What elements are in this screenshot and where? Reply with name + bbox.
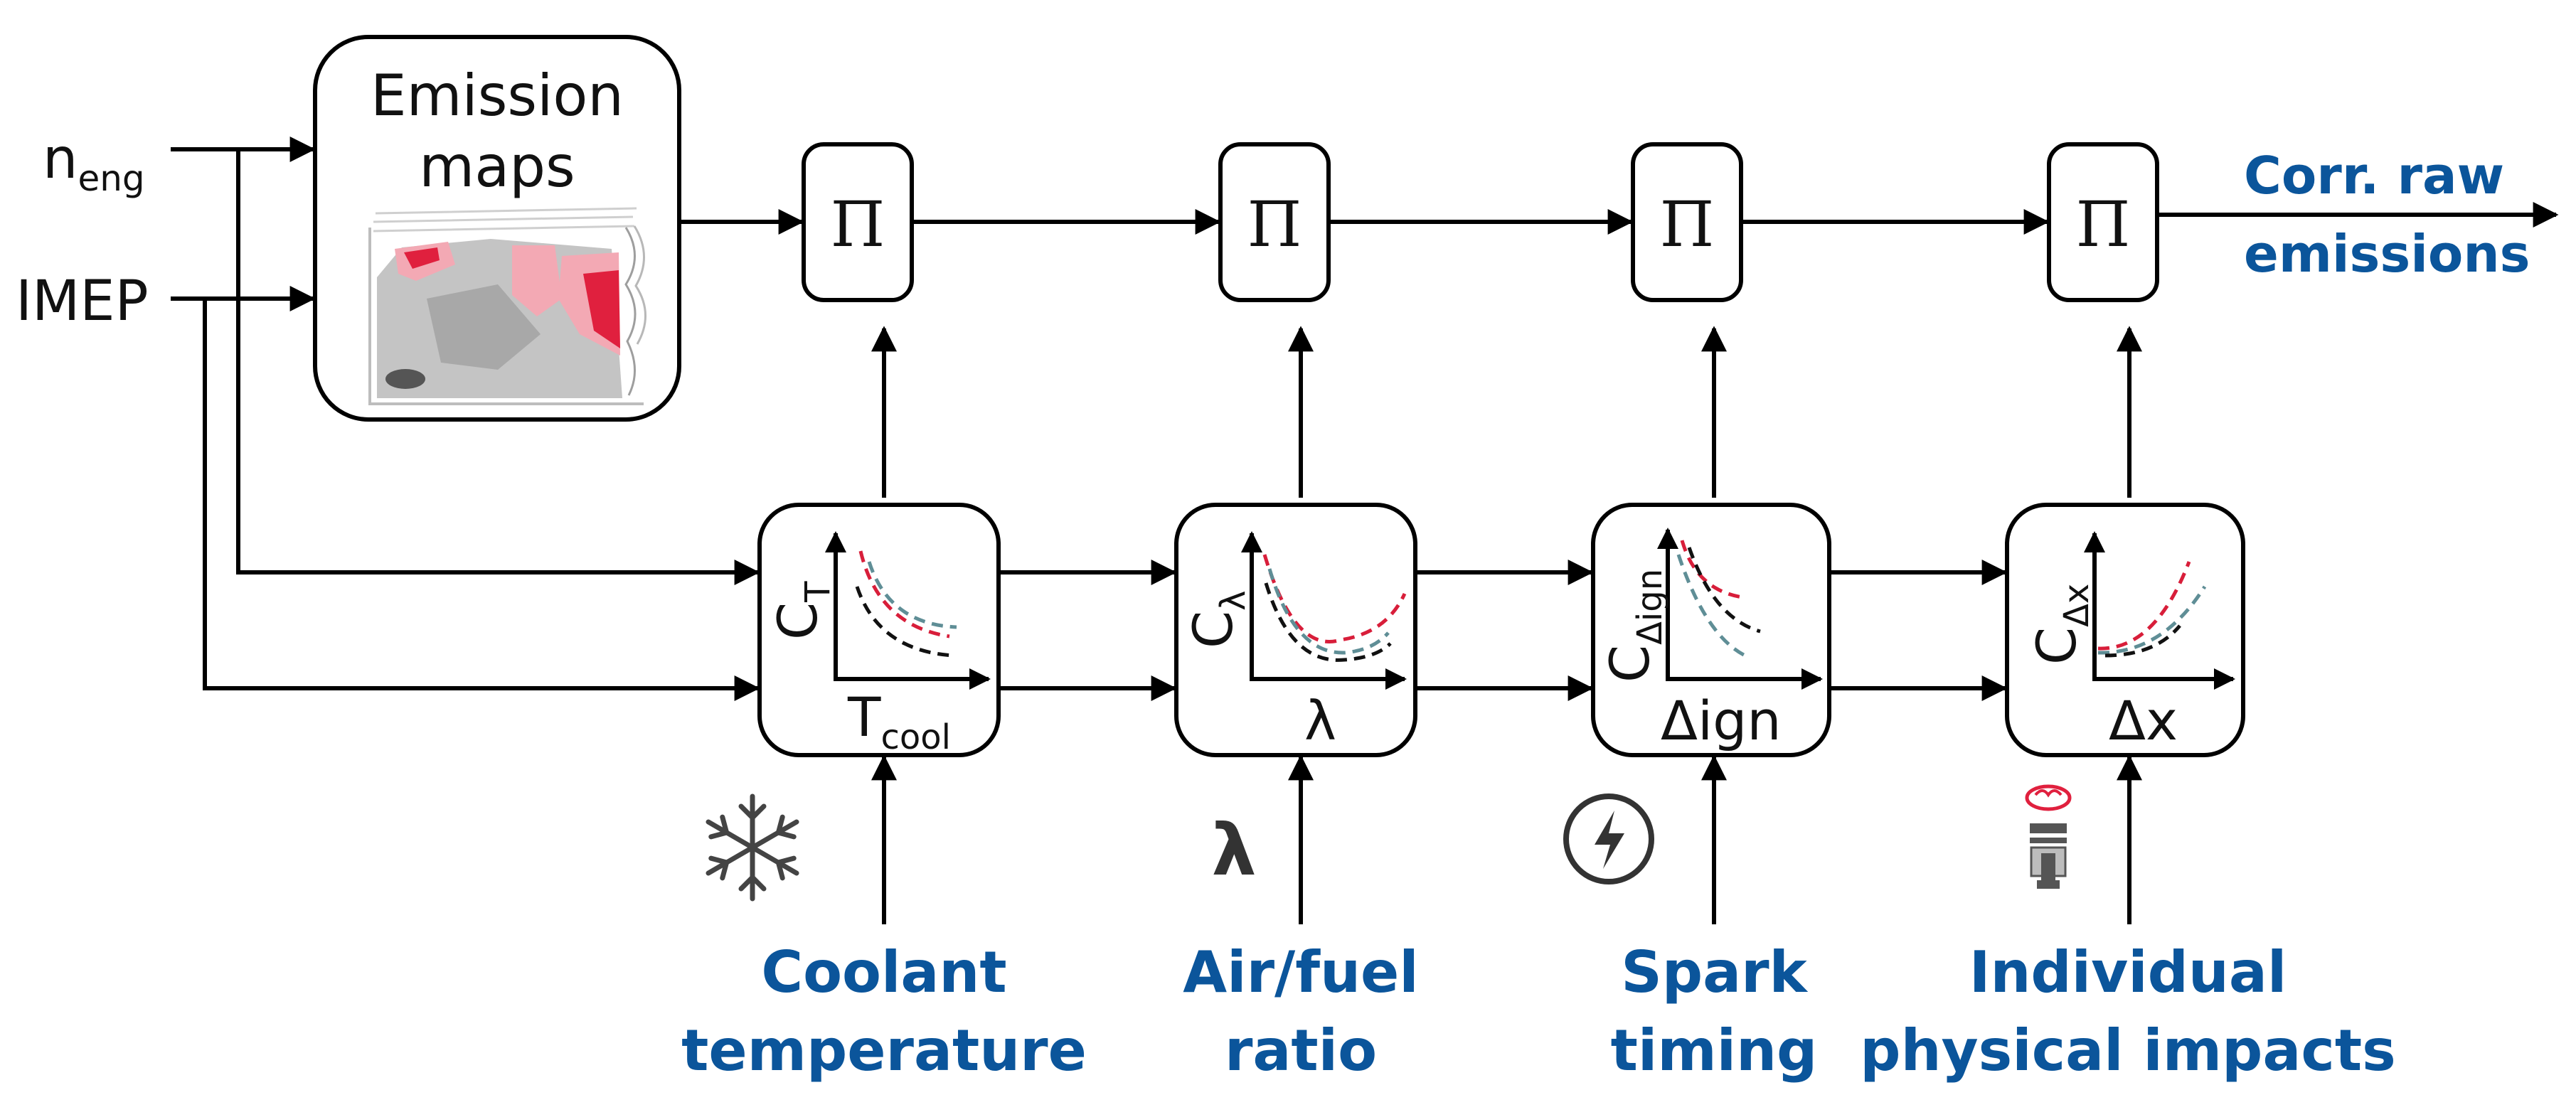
output-label-line1: Corr. raw [2244, 146, 2504, 205]
spark-curve-teal [1676, 554, 1750, 660]
coolant-label-line1: Coolant [761, 939, 1006, 1005]
physical-curve-teal [2097, 585, 2207, 655]
product-symbol: Π [831, 188, 885, 261]
imep-to-coolant-arrow [203, 299, 760, 701]
spark-curve-black [1687, 547, 1761, 634]
spark-label-line2: timing [1611, 1017, 1818, 1084]
coolant-curve-teal [867, 561, 957, 629]
emission-maps-title-line1: Emission [371, 63, 624, 129]
airfuel-curve-black [1264, 582, 1392, 662]
imep-label: IMEP [16, 269, 149, 333]
airfuel-label-line2: ratio [1225, 1017, 1377, 1084]
coolant-label-line2: temperature [681, 1017, 1087, 1084]
piston-icon [2025, 784, 2072, 889]
spark-correction-block: CΔign Δign [1591, 503, 1831, 757]
physical-label-line2: physical impacts [1860, 1017, 2395, 1084]
spark-curve-red [1680, 540, 1743, 599]
product-node-1: Π [802, 142, 914, 302]
product-node-2: Π [1218, 142, 1331, 302]
coolant-y-label: CT [766, 581, 838, 640]
physical-correction-block: CΔx Δx [2005, 503, 2245, 757]
snowflake-icon [706, 793, 799, 902]
product-symbol: Π [1247, 188, 1302, 261]
physical-curve-red [2097, 561, 2191, 651]
airfuel-label-line1: Air/fuel [1183, 939, 1418, 1005]
coolant-x-label: Tcool [847, 685, 951, 757]
coolant-curve-black [855, 586, 954, 658]
emission-maps-block: Emission maps [313, 35, 681, 422]
airfuel-x-label: λ [1304, 689, 1336, 752]
physical-y-label: CΔx [2025, 584, 2097, 665]
coolant-correction-block: CT Tcool [757, 503, 1001, 757]
emission-maps-title-line2: maps [419, 134, 575, 200]
product-node-4: Π [2047, 142, 2159, 302]
physical-curve-black [2104, 624, 2181, 658]
connection-wires [171, 137, 2559, 924]
airfuel-curve-teal [1267, 568, 1390, 655]
airfuel-y-label: Cλ [1181, 591, 1253, 648]
product-symbol: Π [1660, 188, 1715, 261]
neng-to-coolant-arrow [236, 149, 760, 585]
spark-label-line1: Spark [1621, 939, 1808, 1005]
lambda-icon: λ [1211, 808, 1256, 892]
coolant-curve-red [858, 550, 950, 638]
emission-map-plot-icon [368, 207, 646, 405]
physical-label-line1: Individual [1969, 939, 2287, 1005]
lightning-icon [1563, 793, 1654, 884]
spark-y-label: CΔign [1598, 569, 1670, 683]
product-symbol: Π [2076, 188, 2131, 261]
airfuel-correction-block: Cλ λ [1174, 503, 1417, 757]
product-node-3: Π [1631, 142, 1743, 302]
physical-x-label: Δx [2109, 689, 2178, 752]
spark-x-label: Δign [1661, 689, 1782, 752]
output-label-line2: emissions [2244, 224, 2530, 284]
neng-label: neng [43, 127, 145, 199]
